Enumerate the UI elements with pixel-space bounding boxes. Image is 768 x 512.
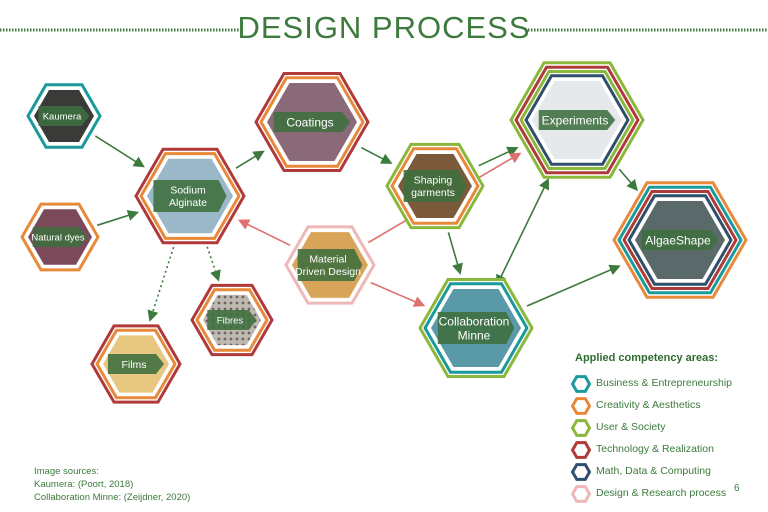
image-source-minne: Collaboration Minne: (Zeijdner, 2020) — [34, 492, 191, 503]
node-fibres[interactable]: Fibres — [190, 283, 274, 357]
legend-title: Applied competency areas: — [575, 352, 719, 364]
edge-shaping-garments-to-collaboration-minne — [447, 232, 463, 275]
legend-hexagon-business — [570, 375, 592, 393]
node-label-band — [403, 170, 467, 202]
node-ring-technology — [622, 190, 738, 290]
node-label-fibres: Fibres — [217, 315, 244, 326]
node-ring-business — [617, 185, 743, 295]
node-label-collaboration-minne: Collaboration — [439, 314, 510, 328]
node-label-films: Films — [121, 359, 146, 371]
image-source-kaumera: Kaumera: (Poort, 2018) — [34, 479, 134, 490]
node-ring-user — [519, 70, 635, 170]
node-label-experiments: Experiments — [542, 113, 609, 127]
node-label-band — [538, 110, 616, 130]
legend-label-creativity: Creativity & Aesthetics — [596, 399, 701, 411]
node-label-shaping-garments: garments — [411, 187, 455, 199]
node-label-band — [153, 180, 227, 212]
node-ring-creativity — [139, 152, 241, 240]
node-coatings[interactable]: Coatings — [254, 72, 370, 172]
node-ring-technology — [514, 65, 640, 175]
edge-coatings-to-shaping-garments — [360, 146, 393, 164]
node-algaeshape[interactable]: AlgaeShape — [612, 181, 748, 299]
legend-hexagon-technology — [570, 441, 592, 459]
node-label-collaboration-minne: Minne — [458, 328, 491, 342]
node-label-material-driven-design: Driven Design — [295, 266, 361, 278]
edge-material-driven-design-to-sodium-alginate — [237, 219, 291, 247]
legend-label-technology: Technology & Realization — [596, 443, 714, 455]
node-label-band — [641, 230, 719, 250]
node-label-material-driven-design: Material — [309, 254, 346, 266]
node-ring-creativity — [390, 147, 480, 225]
node-ring-creativity — [259, 76, 365, 168]
node-label-band — [107, 354, 165, 374]
node-label-band — [297, 249, 363, 281]
node-label-algaeshape: AlgaeShape — [645, 233, 711, 247]
node-label-natural-dyes: Natural dyes — [31, 232, 85, 243]
node-label-band — [437, 312, 515, 344]
node-ring-business — [423, 282, 529, 374]
node-label-band — [273, 112, 351, 132]
node-experiments[interactable]: Experiments — [509, 61, 645, 179]
node-films[interactable]: Films — [90, 324, 182, 404]
node-kaumera[interactable]: Kaumera — [26, 83, 102, 149]
edge-shaping-garments-to-experiments — [478, 146, 519, 167]
node-label-band — [38, 106, 90, 126]
legend-hexagon-creativity — [570, 397, 592, 415]
legend-hexagon-user — [570, 419, 592, 437]
node-label-kaumera: Kaumera — [43, 111, 82, 122]
edge-experiments-to-algaeshape — [618, 168, 638, 192]
node-label-sodium-alginate: Alginate — [169, 197, 207, 209]
edge-kaumera-to-sodium-alginate — [94, 135, 145, 168]
node-natural-dyes[interactable]: Natural dyes — [20, 202, 100, 272]
legend-hexagon-design_research — [570, 485, 592, 503]
node-label-band — [207, 310, 257, 330]
legend-label-math: Math, Data & Computing — [596, 465, 711, 477]
legend-label-business: Business & Entrepreneurship — [596, 377, 732, 389]
legend-hexagon-math — [570, 463, 592, 481]
legend-label-design-research: Design & Research process — [596, 487, 727, 499]
node-ring-math — [524, 74, 630, 166]
node-label-coatings: Coatings — [286, 115, 333, 129]
image-sources-heading: Image sources: — [34, 466, 99, 477]
node-ring-math — [627, 194, 733, 286]
node-label-sodium-alginate: Sodium — [170, 185, 206, 197]
edge-natural-dyes-to-sodium-alginate — [96, 210, 140, 227]
page-number: 6 — [734, 483, 740, 494]
edge-collaboration-minne-to-algaeshape — [526, 264, 621, 307]
node-label-band — [32, 227, 88, 247]
edge-sodium-alginate-to-coatings — [235, 150, 265, 169]
node-ring-creativity — [95, 328, 177, 400]
edge-sodium-alginate-to-films — [147, 246, 175, 322]
legend-hexagons — [570, 375, 592, 503]
node-ring-creativity — [195, 288, 269, 352]
edge-collaboration-minne-to-experiments — [496, 177, 550, 287]
node-label-shaping-garments: Shaping — [414, 175, 453, 187]
legend-label-user: User & Society — [596, 421, 666, 433]
edge-material-driven-design-to-collaboration-minne — [370, 281, 426, 307]
page-title: DESIGN PROCESS — [237, 10, 531, 45]
edge-sodium-alginate-to-fibres — [206, 246, 221, 282]
